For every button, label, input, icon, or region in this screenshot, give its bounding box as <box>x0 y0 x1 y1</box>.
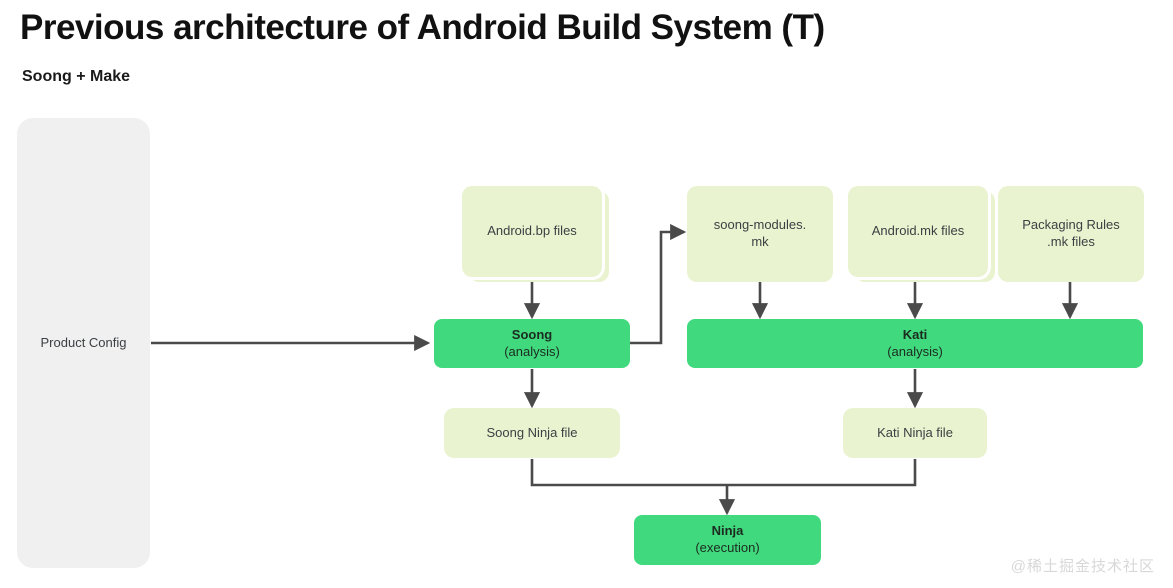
node-soong-ninja-file-label: Soong Ninja file <box>486 424 578 440</box>
node-packaging-rules-label: Packaging Rules .mk files <box>1022 217 1120 250</box>
node-kati[interactable]: Kati (analysis) <box>687 319 1143 368</box>
node-soong-ninja-file[interactable]: Soong Ninja file <box>444 408 620 458</box>
page-title: Previous architecture of Android Build S… <box>20 8 825 47</box>
node-kati-ninja-file[interactable]: Kati Ninja file <box>843 408 987 458</box>
node-soong-text: Soong (analysis) <box>504 327 560 360</box>
node-android-mk-files-label: Android.mk files <box>871 223 965 239</box>
node-ninja-text: Ninja (execution) <box>695 523 759 556</box>
node-product-config[interactable]: Product Config <box>17 118 150 568</box>
node-packaging-rules-line1: Packaging Rules <box>1022 217 1120 233</box>
node-packaging-rules-line2: .mk files <box>1047 234 1095 249</box>
node-soong-modules-mk-label: soong-modules. mk <box>714 217 807 250</box>
node-soong-modules-mk[interactable]: soong-modules. mk <box>687 186 833 282</box>
edge-soong-ninja-file-to-bus <box>530 459 727 487</box>
node-ninja-title: Ninja <box>711 523 744 539</box>
node-packaging-rules-mk-files[interactable]: Packaging Rules .mk files <box>998 186 1144 282</box>
node-soong[interactable]: Soong (analysis) <box>434 319 630 368</box>
page-subtitle: Soong + Make <box>22 68 131 85</box>
node-soong-title: Soong <box>511 326 553 342</box>
node-soong-modules-mk-line1: soong-modules. <box>713 217 807 233</box>
node-android-bp-files[interactable]: Android.bp files <box>462 186 602 277</box>
node-android-mk-files[interactable]: Android.mk files <box>848 186 988 277</box>
edge-soong-to-soong-modules <box>630 223 687 345</box>
node-product-config-label: Product Config <box>40 334 127 350</box>
watermark: @稀土掘金技术社区 <box>1010 558 1155 575</box>
node-soong-subtitle: (analysis) <box>504 343 560 359</box>
node-kati-subtitle: (analysis) <box>887 343 943 359</box>
node-soong-modules-mk-line2: mk <box>751 234 769 249</box>
node-kati-text: Kati (analysis) <box>887 327 943 360</box>
node-kati-ninja-file-label: Kati Ninja file <box>877 424 953 440</box>
node-android-bp-files-label: Android.bp files <box>487 223 577 239</box>
node-ninja-subtitle: (execution) <box>695 540 760 555</box>
node-kati-title: Kati <box>902 326 928 342</box>
node-ninja[interactable]: Ninja (execution) <box>634 515 821 565</box>
edge-kati-ninja-file-to-bus <box>727 459 917 487</box>
